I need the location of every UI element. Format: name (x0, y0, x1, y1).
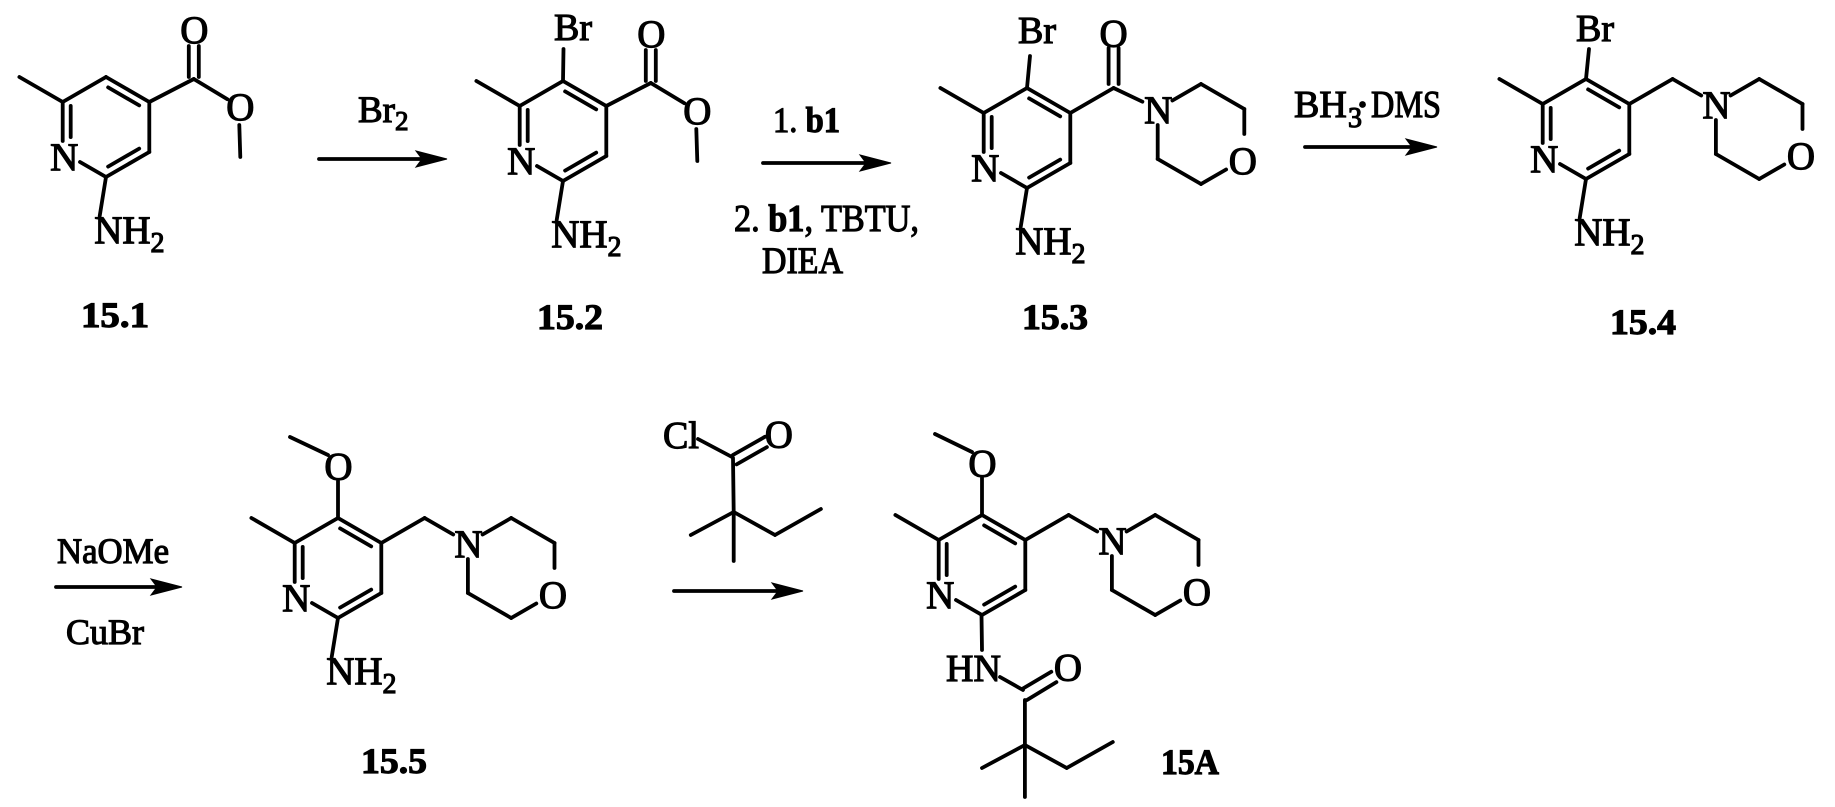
svg-text:O: O (1787, 135, 1815, 178)
svg-text:O: O (765, 414, 793, 457)
svg-text:O: O (1100, 12, 1128, 55)
svg-text:Br: Br (554, 7, 592, 49)
svg-text:N: N (282, 577, 310, 620)
svg-text:3: 3 (1348, 103, 1362, 134)
svg-text:NH2: NH2 (1015, 220, 1085, 270)
svg-text:NH2: NH2 (1574, 211, 1644, 261)
svg-text:HN: HN (946, 648, 1001, 690)
svg-text:1. b1: 1. b1 (773, 100, 840, 140)
svg-text:DIEA: DIEA (762, 241, 843, 282)
svg-text:N: N (50, 136, 78, 179)
svg-text:O: O (637, 13, 665, 56)
svg-text:Cl: Cl (663, 415, 699, 457)
svg-text:Br: Br (1018, 10, 1056, 52)
svg-text:15.2: 15.2 (537, 297, 603, 337)
svg-text:O: O (1183, 571, 1211, 614)
svg-text:O: O (180, 9, 208, 52)
svg-text:N: N (1702, 84, 1730, 127)
svg-text:O: O (683, 90, 711, 133)
svg-text:NH2: NH2 (326, 650, 396, 700)
svg-text:O: O (1054, 647, 1082, 690)
svg-text:O: O (539, 574, 567, 617)
svg-text:15.4: 15.4 (1610, 302, 1676, 342)
svg-text:N: N (1098, 520, 1126, 563)
svg-text:NH2: NH2 (94, 209, 164, 259)
svg-text:N: N (926, 574, 954, 617)
svg-text:BH: BH (1294, 84, 1347, 126)
svg-text:NH2: NH2 (551, 213, 621, 263)
svg-text:N: N (1530, 138, 1558, 181)
svg-text:NaOMe: NaOMe (57, 531, 169, 571)
svg-text:O: O (1229, 140, 1257, 183)
svg-text:15.3: 15.3 (1022, 297, 1088, 337)
svg-text:15A: 15A (1161, 742, 1219, 782)
svg-text:CuBr: CuBr (66, 612, 144, 652)
svg-text:Br: Br (1576, 8, 1614, 50)
svg-text:N: N (454, 523, 482, 566)
svg-text:15.5: 15.5 (361, 741, 427, 781)
svg-text:O: O (324, 445, 352, 488)
svg-text:2. b1, TBTU,: 2. b1, TBTU, (734, 198, 919, 240)
svg-text:Br2: Br2 (358, 90, 409, 136)
svg-text:N: N (1144, 89, 1172, 132)
svg-text:N: N (507, 140, 535, 183)
svg-text:DMS: DMS (1371, 84, 1441, 126)
svg-text:N: N (971, 147, 999, 190)
svg-text:15.1: 15.1 (81, 295, 149, 335)
svg-text:O: O (968, 442, 996, 485)
svg-text:O: O (226, 86, 254, 129)
